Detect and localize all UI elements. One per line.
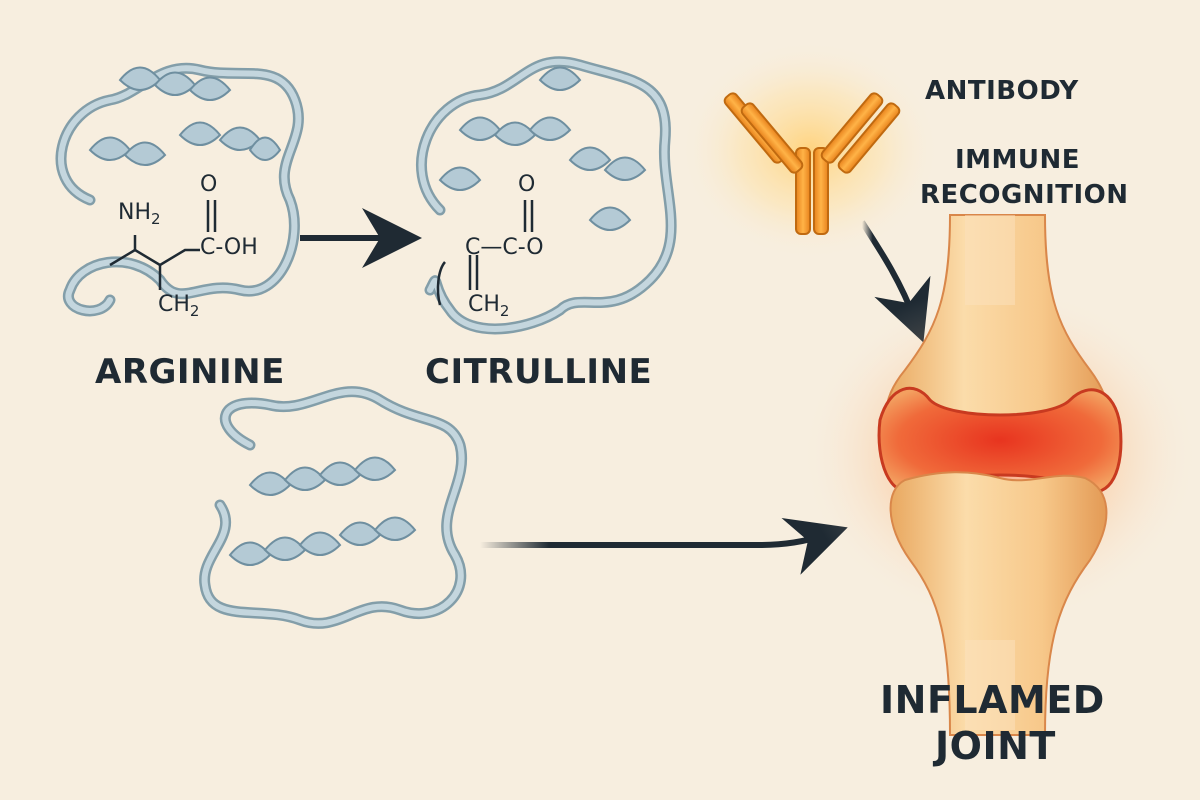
arginine-methylene-subscript: 2 [189,302,200,320]
protein-ribbon-icon [416,56,677,335]
citrulline-methylene-subscript: 2 [499,302,510,320]
arginine-methylene: CH2 [158,292,200,320]
citrulline-bonds [436,200,534,306]
citrulline-backbone: C—C-O [465,235,544,260]
arginine-amine-subscript: 2 [151,210,161,228]
arginine-methylene-text: CH [158,292,190,317]
immune-recognition-label-line2: RECOGNITION [920,180,1129,210]
antibody-label: ANTIBODY [925,76,1079,106]
joint-icon [877,214,1123,736]
arginine-oxygen: O [200,172,218,197]
arginine-amine-text: NH [118,200,151,225]
arginine-carboxyl: C-OH [200,235,258,260]
citrulline-methylene-text: CH [468,292,500,317]
arginine-amine: NH2 [118,200,161,228]
protein-ribbon-icon [199,386,468,629]
citrulline-oxygen: O [518,172,536,197]
long-arrow [480,517,848,575]
citrulline-methylene: CH2 [468,292,510,320]
arginine-label: ARGININE [95,352,285,392]
protein-ribbon-icon [55,62,304,317]
immune-recognition-label-line1: IMMUNE [955,145,1081,175]
antibody-icon [723,92,901,235]
inflamed-joint-label-line1: INFLAMED [880,678,1105,722]
arginine-bonds [109,200,217,290]
inflamed-joint-label-line2: JOINT [935,724,1056,768]
citrulline-label: CITRULLINE [425,352,653,392]
